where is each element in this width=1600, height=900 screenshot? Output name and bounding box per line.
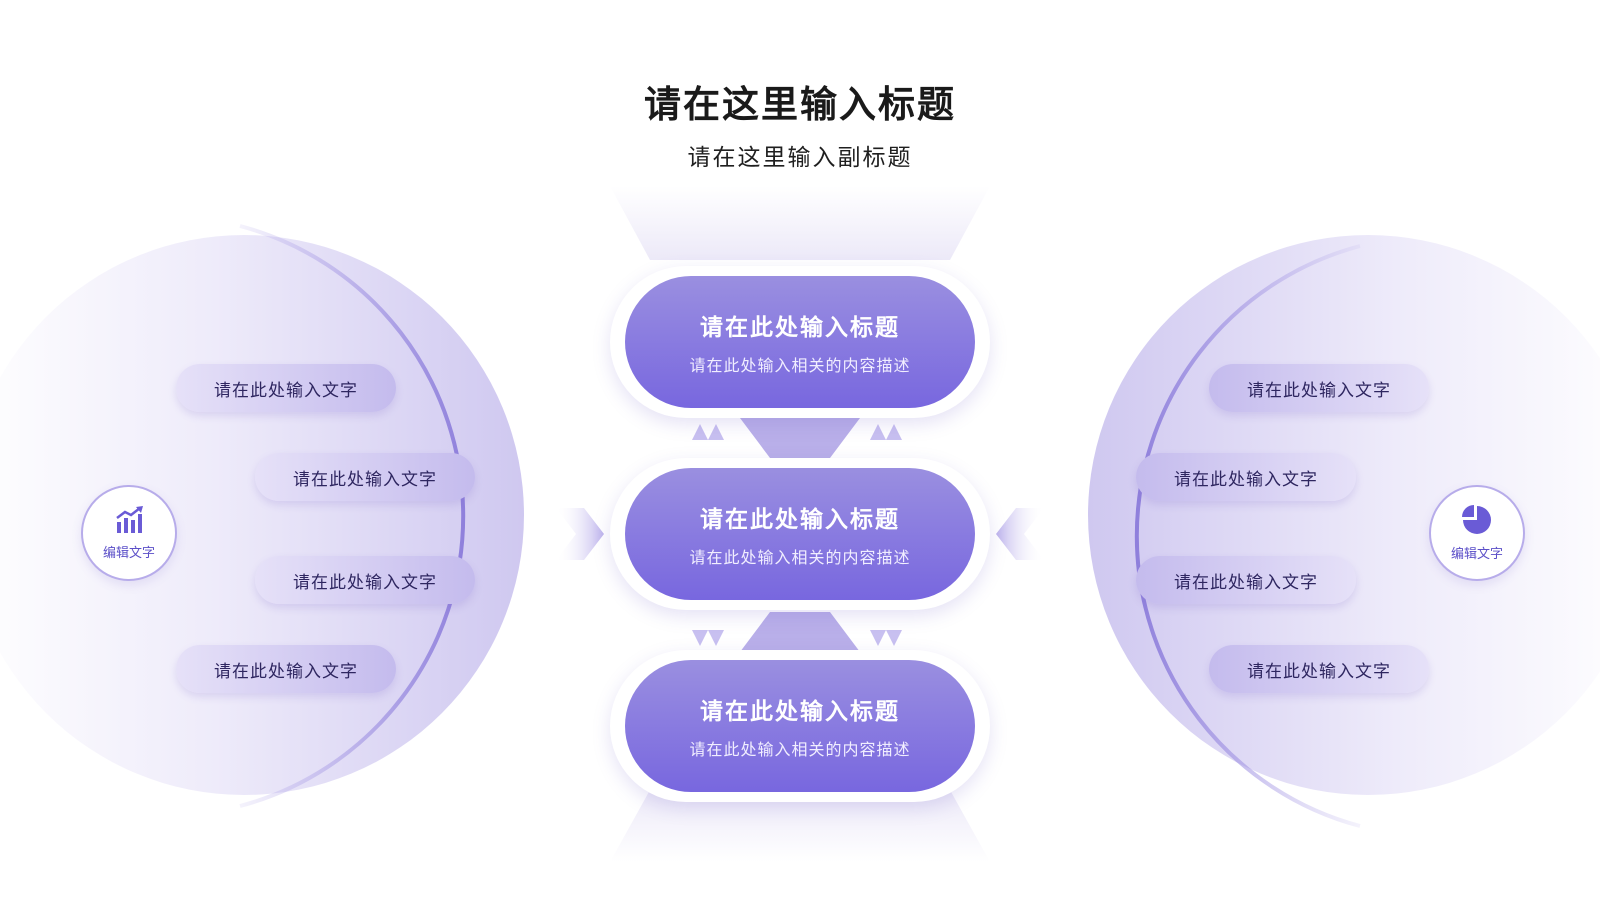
arrow-up-mark — [692, 424, 708, 440]
arrow-down-mark — [708, 630, 724, 646]
right-arc — [1134, 244, 1361, 828]
arrow-up-mark — [708, 424, 724, 440]
right-item-4: 请在此处输入文字 — [1209, 645, 1429, 693]
left-icon-label: 编辑文字 — [102, 545, 155, 561]
right-item-1: 请在此处输入文字 — [1209, 364, 1429, 412]
center-card-1: 请在此处输入标题 请在此处输入相关的内容描述 — [610, 266, 990, 418]
left-item-4: 请在此处输入文字 — [176, 645, 396, 693]
arrow-down-mark — [692, 630, 708, 646]
center-card-2: 请在此处输入标题 请在此处输入相关的内容描述 — [610, 458, 990, 610]
arrow-down-mark — [886, 630, 902, 646]
left-arc — [239, 224, 466, 808]
right-item-2: 请在此处输入文字 — [1136, 453, 1356, 501]
right-icon-label: 编辑文字 — [1450, 546, 1503, 562]
card-description: 请在此处输入相关的内容描述 — [689, 740, 911, 759]
right-chevron — [996, 508, 1044, 560]
arrow-up-mark — [870, 424, 886, 440]
card-title: 请在此处输入标题 — [700, 507, 900, 533]
connector-1 — [740, 418, 860, 458]
right-icon-badge: 编辑文字 — [1429, 485, 1525, 581]
left-icon-badge: 编辑文字 — [81, 485, 177, 581]
arrow-up-mark — [886, 424, 902, 440]
left-chevron — [556, 508, 604, 560]
left-item-3: 请在此处输入文字 — [255, 556, 475, 604]
arrow-down-mark — [870, 630, 886, 646]
bar-chart-up-icon — [114, 505, 144, 538]
left-item-1: 请在此处输入文字 — [176, 364, 396, 412]
right-item-3: 请在此处输入文字 — [1136, 556, 1356, 604]
card-description: 请在此处输入相关的内容描述 — [689, 548, 911, 567]
bottom-funnel — [610, 790, 990, 862]
page-subtitle: 请在这里输入副标题 — [687, 145, 913, 171]
card-description: 请在此处输入相关的内容描述 — [689, 356, 911, 375]
left-item-2: 请在此处输入文字 — [255, 453, 475, 501]
page-title: 请在这里输入标题 — [644, 83, 956, 126]
center-card-3: 请在此处输入标题 请在此处输入相关的内容描述 — [610, 650, 990, 802]
card-title: 请在此处输入标题 — [700, 315, 900, 341]
connector-2 — [740, 612, 860, 652]
top-funnel — [610, 186, 990, 260]
card-title: 请在此处输入标题 — [700, 699, 900, 725]
pie-chart-icon — [1462, 504, 1492, 539]
